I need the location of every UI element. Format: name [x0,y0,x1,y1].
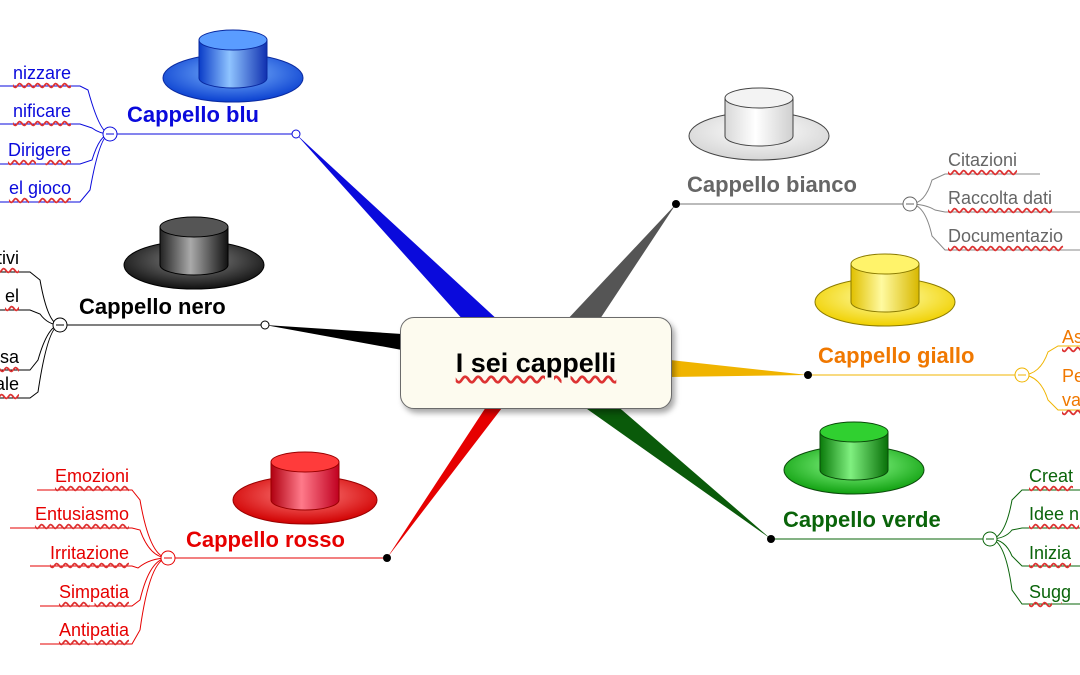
node-dot-verde [767,535,775,543]
subtopic-giallo[interactable]: Pe [1062,366,1080,386]
subtopic-rosso[interactable]: Antipatia [58,620,129,640]
central-topic[interactable]: I sei cappelli [400,317,672,409]
subtopic-blu[interactable]: el gioco [8,178,71,198]
node-dot-giallo [804,371,812,379]
subtopic-nero[interactable]: ale [0,374,19,394]
subtopic-giallo[interactable]: As [1062,327,1080,347]
subtopic-rosso[interactable]: Entusiasmo [34,504,129,524]
hat-icon [814,253,956,327]
connector-giallo [670,360,808,377]
node-dot-blu [291,129,301,139]
subtopic-verde[interactable]: Idee n [1029,504,1080,524]
branch-title-verde[interactable]: Cappello verde [783,507,941,532]
hat-icon [232,451,378,525]
hat-icon [688,87,830,161]
connector-rosso [387,404,505,558]
branch-title-rosso[interactable]: Cappello rosso [186,527,345,552]
connector-nero [265,325,402,350]
node-dot-bianco [672,200,680,208]
subtopic-blu[interactable]: nizzare [12,63,71,83]
subtopic-nero[interactable]: tivi [0,248,19,268]
subtopic-bianco[interactable]: Raccolta dati [948,188,1053,208]
subtopic-nero[interactable]: el [4,286,19,306]
subtopic-rosso[interactable]: Irritazione [49,543,129,563]
collapse-minus-icon[interactable] [982,531,998,547]
connector-bianco [565,204,676,322]
subtopic-giallo[interactable]: va [1062,390,1080,410]
branch-title-giallo[interactable]: Cappello giallo [818,343,975,368]
hat-icon [162,29,304,103]
subtopic-rosso[interactable]: Emozioni [54,466,129,486]
branch-title-bianco[interactable]: Cappello bianco [687,172,857,197]
subtopic-bianco[interactable]: Documentazio [948,226,1064,246]
collapse-minus-icon[interactable] [52,317,68,333]
collapse-minus-icon[interactable] [160,550,176,566]
subtopic-blu[interactable]: nificare [12,101,71,121]
subtopic-blu[interactable]: Dirigere [7,140,71,160]
collapse-minus-icon[interactable] [1014,367,1030,383]
subtopic-verde[interactable]: Sugg [1029,582,1072,602]
subtopic-verde[interactable]: Creat [1029,466,1074,486]
collapse-minus-icon[interactable] [102,126,118,142]
hat-icon [123,216,265,290]
branch-title-nero[interactable]: Cappello nero [79,294,226,319]
hat-icon [783,421,925,495]
subtopic-bianco[interactable]: Citazioni [948,150,1018,170]
subtopic-nero[interactable]: sa [0,347,19,367]
subtopic-rosso[interactable]: Simpatia [58,582,129,602]
node-dot-rosso [383,554,391,562]
collapse-minus-icon[interactable] [902,196,918,212]
branch-title-blu[interactable]: Cappello blu [127,102,259,127]
subtopic-verde[interactable]: Inizia [1029,543,1072,563]
connector-blu [296,134,500,322]
node-dot-nero [260,320,270,330]
central-topic-title: I sei cappelli [455,347,617,378]
connector-verde [580,404,771,539]
